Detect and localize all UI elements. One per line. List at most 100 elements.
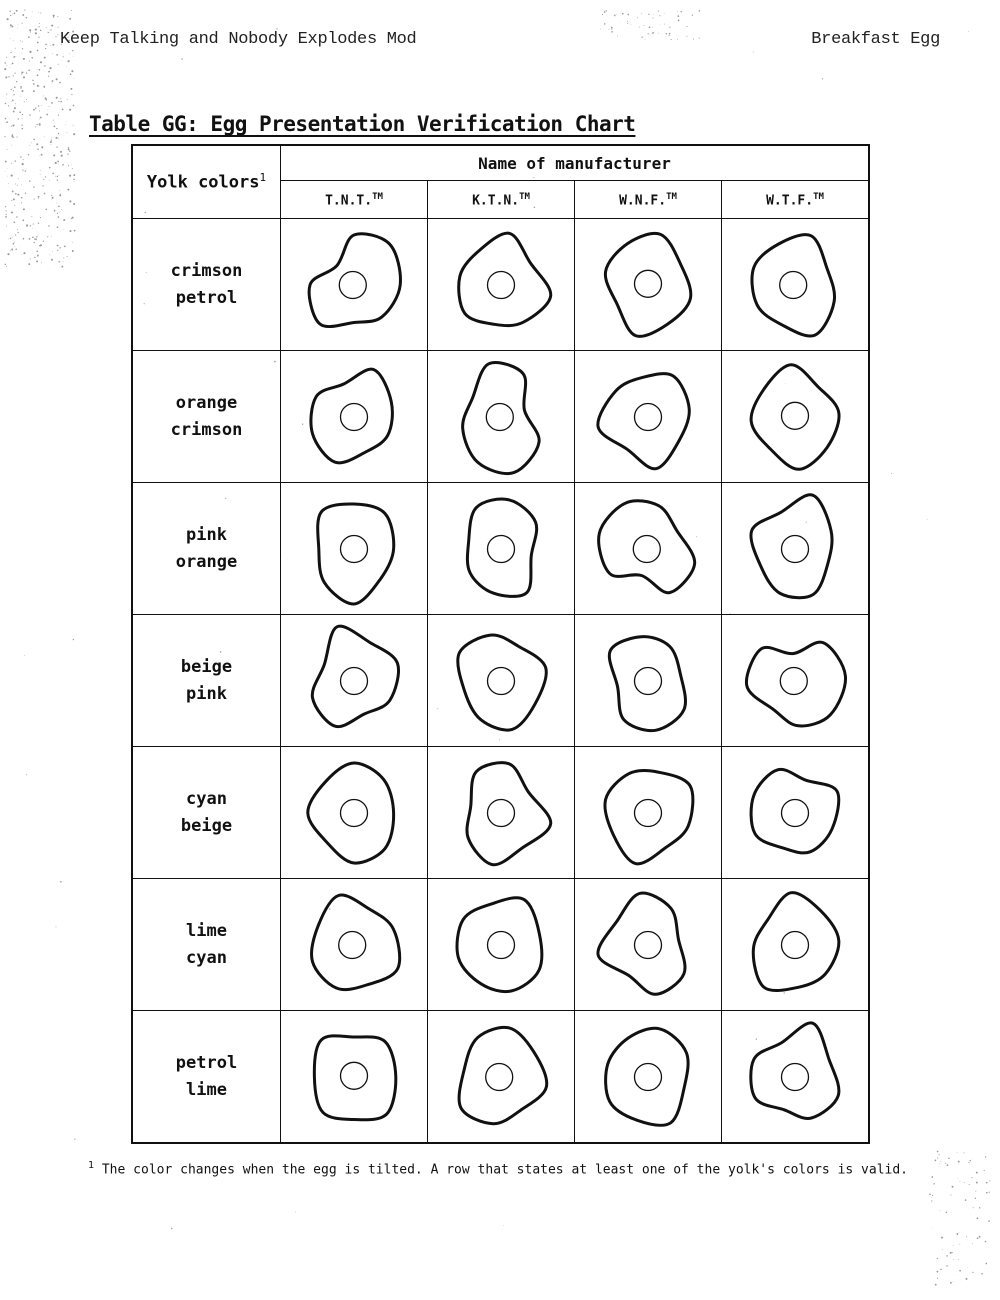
egg-icon: [603, 231, 693, 338]
yolk-color-label: orange: [175, 392, 238, 413]
egg-cell: [280, 1010, 428, 1144]
manufacturer-name: T.N.T.: [325, 192, 373, 208]
egg-white-outline: [309, 367, 394, 464]
egg-yolk-outline: [486, 534, 516, 563]
egg-icon: [749, 362, 841, 471]
egg-white-outline: [603, 768, 695, 865]
egg-icon: [457, 231, 553, 327]
egg-icon: [461, 360, 541, 475]
header-module-name: Breakfast Egg: [811, 30, 940, 49]
egg-yolk-outline: [339, 534, 369, 563]
egg-white-outline: [465, 497, 539, 598]
yolk-color-label: lime: [186, 1079, 227, 1100]
egg-cell: [427, 482, 575, 615]
egg-white-outline: [465, 760, 553, 866]
yolk-colors-cell: orange crimson: [131, 350, 281, 483]
egg-yolk-outline: [339, 402, 369, 431]
egg-cell: [574, 878, 722, 1011]
egg-white-outline: [310, 624, 400, 728]
egg-yolk-outline: [633, 666, 663, 695]
egg-icon: [751, 890, 841, 992]
egg-yolk-outline: [486, 270, 516, 299]
manufacturer-tnt: T.N.T.TM: [280, 180, 428, 219]
egg-cell: [721, 878, 870, 1011]
egg-yolk-outline: [779, 666, 808, 695]
egg-cell: [574, 614, 722, 747]
yolk-color-label: cyan: [186, 947, 227, 968]
egg-yolk-outline: [339, 666, 369, 695]
egg-cell: [427, 1010, 575, 1144]
egg-cell: [280, 878, 428, 1011]
egg-cell: [427, 350, 575, 483]
trademark: TM: [372, 191, 383, 202]
egg-yolk-outline: [339, 798, 369, 827]
table-title: Table GG: Egg Presentation Verification …: [89, 112, 636, 136]
egg-white-outline: [607, 634, 687, 732]
footnote-text: The color changes when the egg is tilted…: [101, 1162, 909, 1178]
yolk-color-label: lime: [186, 920, 227, 941]
egg-white-outline: [597, 498, 697, 594]
egg-yolk-outline: [485, 1062, 514, 1091]
egg-white-outline: [461, 360, 541, 475]
egg-cell: [280, 218, 428, 351]
yolk-color-label: pink: [186, 524, 227, 545]
yolk-color-label: crimson: [170, 419, 243, 440]
yolk-color-label: orange: [175, 551, 238, 572]
egg-icon: [607, 634, 687, 732]
header-mod-name: Keep Talking and Nobody Explodes Mod: [60, 30, 417, 49]
manufacturer-wnf: W.N.F.TM: [574, 180, 722, 219]
egg-yolk-outline: [633, 402, 663, 431]
egg-row: pink orange: [131, 482, 870, 615]
egg-white-outline: [455, 895, 544, 993]
egg-yolk-outline: [780, 534, 810, 563]
egg-icon: [310, 893, 402, 991]
egg-yolk-outline: [633, 1062, 663, 1091]
egg-cell: [721, 1010, 870, 1144]
yolk-colors-label: Yolk colors: [146, 172, 260, 193]
egg-icon: [604, 1026, 690, 1127]
egg-yolk-outline: [486, 798, 516, 827]
egg-yolk-outline: [486, 666, 516, 695]
egg-icon: [597, 498, 697, 594]
egg-cell: [721, 482, 870, 615]
footnote: 1 The color changes when the egg is tilt…: [88, 1160, 908, 1177]
egg-cell: [721, 614, 870, 747]
yolk-color-label: beige: [180, 815, 233, 836]
trademark: TM: [813, 191, 824, 202]
manufacturer-header: Name of manufacturer: [280, 144, 870, 182]
manufacturer-name: W.T.F.: [766, 192, 814, 208]
manufacturer-name: K.T.N.: [472, 192, 520, 208]
egg-row: lime cyan: [131, 878, 870, 1011]
egg-cell: [721, 746, 870, 879]
manufacturer-wtf: W.T.F.TM: [721, 180, 870, 219]
egg-yolk-outline: [485, 402, 514, 431]
egg-white-outline: [312, 1033, 398, 1121]
egg-yolk-outline: [633, 269, 663, 298]
egg-white-outline: [306, 760, 396, 865]
egg-yolk-outline: [338, 270, 367, 299]
egg-cell: [574, 482, 722, 615]
egg-cell: [280, 482, 428, 615]
yolk-color-label: crimson: [170, 260, 243, 281]
yolk-color-label: pink: [186, 683, 227, 704]
footnote-marker: 1: [88, 1160, 95, 1171]
egg-yolk-outline: [632, 534, 661, 563]
egg-white-outline: [316, 501, 396, 605]
egg-white-outline: [310, 893, 402, 991]
trademark: TM: [666, 191, 677, 202]
egg-white-outline: [456, 633, 548, 732]
yolk-colors-cell: pink orange: [131, 482, 281, 615]
egg-yolk-outline: [338, 930, 367, 959]
egg-white-outline: [749, 492, 834, 599]
egg-white-outline: [750, 232, 837, 337]
egg-white-outline: [751, 890, 841, 992]
egg-yolk-outline: [780, 930, 810, 959]
egg-cell: [427, 746, 575, 879]
egg-yolk-outline: [780, 401, 810, 430]
egg-icon: [456, 633, 548, 732]
